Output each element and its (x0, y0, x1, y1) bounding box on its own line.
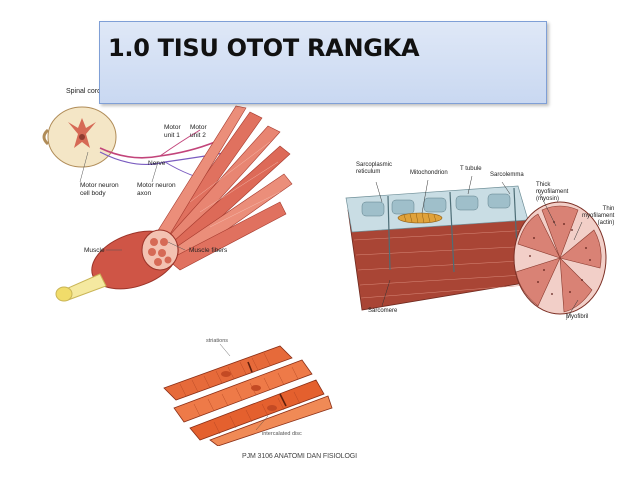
label-sarcolemma: Sarcolemma (490, 172, 524, 178)
label-t-tubule: T tubule (460, 166, 482, 172)
label-sarcomere: Sarcomere (368, 308, 398, 314)
label-mitochondrion: Mitochondrion (410, 170, 448, 176)
label-thin-myofilament: Thin myofilament (actin) (582, 206, 615, 226)
label-intercalated-disc: intercalated disc (262, 431, 302, 437)
label-spinal-cord: Spinal cord (66, 88, 102, 95)
title-box: 1.0 TISU OTOT RANGKA (99, 21, 547, 104)
label-motor-unit-1: Motor unit 1 (164, 124, 181, 139)
cardiac-fibers-illustration (163, 343, 333, 446)
motor-unit-illustration (42, 105, 293, 302)
label-thick-myofilament: Thick myofilament (myosin) (536, 182, 569, 202)
slide-title: 1.0 TISU OTOT RANGKA (108, 34, 420, 62)
label-motor-neuron-axon: Motor neuron axon (137, 182, 176, 197)
label-motor-neuron-cell-body: Motor neuron cell body (80, 182, 119, 197)
label-myofibril: Myofibril (566, 314, 589, 320)
myofibril-illustration (345, 175, 607, 321)
label-motor-unit-2: Motor unit 2 (190, 124, 207, 139)
slide-footer: PJM 3106 ANATOMI DAN FISIOLOGI (242, 453, 357, 460)
label-muscle-fibers: Muscle fibers (189, 247, 228, 254)
myofibril-structure-figure: Sarcoplasmic reticulum Mitochondrion T t… (342, 160, 615, 332)
cardiac-fibers-figure: striations intercalated disc (160, 336, 335, 446)
label-sarcoplasmic-reticulum: Sarcoplasmic reticulum (356, 162, 393, 175)
label-muscle: Muscle (84, 247, 105, 254)
label-striations: striations (206, 338, 229, 344)
motor-unit-figure: Spinal cord Motor unit 1 Motor unit 2 Ne… (40, 82, 298, 314)
label-nerve: Nerve (148, 160, 166, 167)
